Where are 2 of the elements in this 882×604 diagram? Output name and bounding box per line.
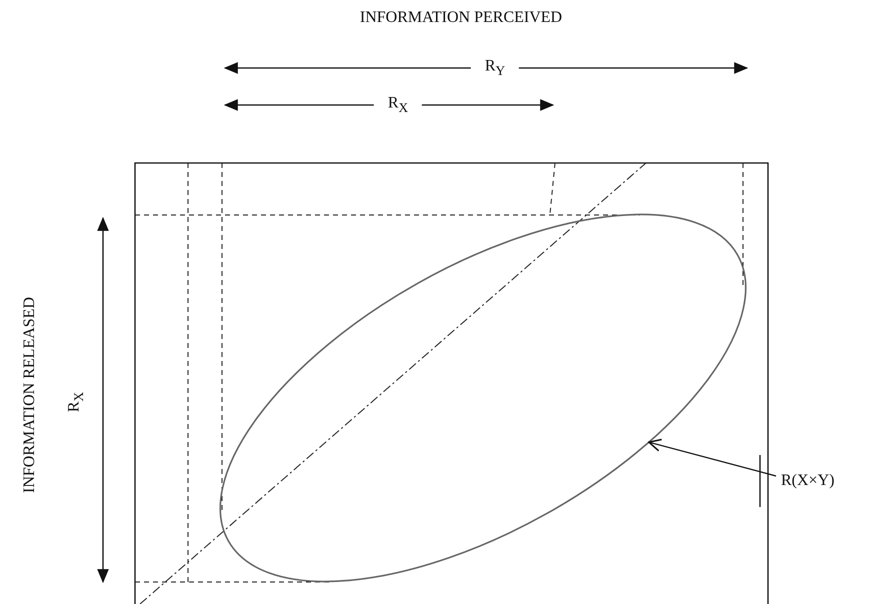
ellipse: [220, 214, 746, 582]
leader-arrow: [648, 438, 776, 477]
